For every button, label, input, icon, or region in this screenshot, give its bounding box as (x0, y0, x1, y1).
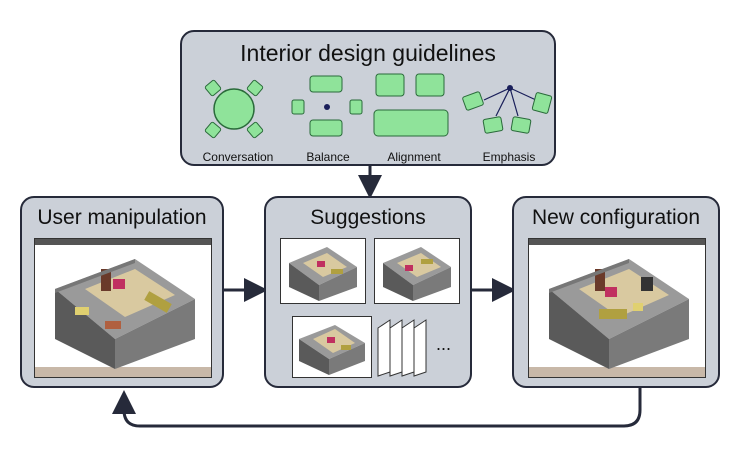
suggestions-panel: Suggestions (264, 196, 472, 388)
conversation-icon (204, 79, 264, 139)
suggestion-thumbnail-2[interactable] (374, 238, 460, 304)
suggestions-title: Suggestions (310, 206, 426, 229)
new-configuration-title: New configuration (531, 206, 701, 229)
guideline-label-balance: Balance (306, 150, 350, 164)
emphasis-icon (462, 85, 553, 134)
stacked-suggestions-icon (377, 319, 427, 377)
user-manipulation-panel: User manipulation (20, 196, 224, 388)
user-room-screenshot (34, 238, 212, 378)
balance-icon (291, 75, 363, 137)
suggestion-thumbnail-3[interactable] (292, 316, 372, 378)
more-suggestions-ellipsis: ... (436, 334, 452, 354)
suggestion-thumbnail-1[interactable] (280, 238, 366, 304)
arrow-feedback-loop (112, 388, 642, 428)
user-manipulation-title: User manipulation (37, 206, 207, 229)
guideline-label-alignment: Alignment (387, 150, 441, 164)
guideline-label-emphasis: Emphasis (482, 150, 536, 164)
guidelines-title: Interior design guidelines (240, 40, 496, 66)
new-room-screenshot (528, 238, 706, 378)
guideline-label-conversation: Conversation (202, 150, 274, 164)
new-configuration-panel: New configuration (512, 196, 720, 388)
alignment-icon (373, 73, 449, 137)
guidelines-panel: Interior design guidelines Conversation … (180, 30, 556, 166)
